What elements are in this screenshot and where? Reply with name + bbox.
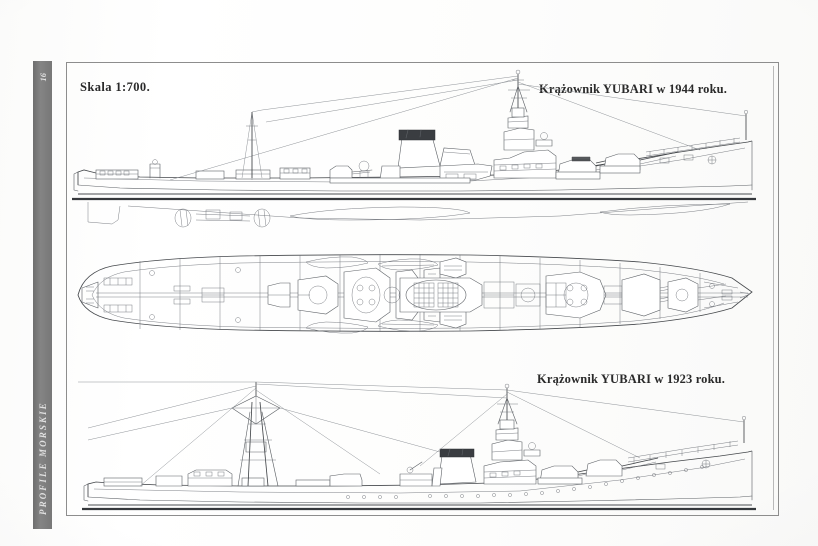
drawing-title-1923: Krążownik YUBARI w 1923 roku. (537, 372, 726, 386)
forecastle-1923 (627, 415, 747, 470)
forecastle-plan (703, 281, 751, 309)
forward-armament-1944 (555, 151, 679, 180)
underwater-hull-1944 (87, 201, 749, 228)
funnel-1923 (431, 448, 477, 487)
portholes-1923 (346, 465, 704, 499)
forward-turrets-plan (621, 273, 727, 317)
bridge-plan (545, 271, 623, 319)
spine-bar: PROFILE MORSKIE 16 (33, 61, 52, 529)
forecastle-details-1944 (645, 109, 749, 165)
funnel-grating (413, 282, 459, 308)
funnel-plan (383, 277, 541, 313)
forward-armament-1923 (537, 457, 659, 485)
ships-boats-plan (305, 256, 439, 334)
scale-label: Skala 1:700. (80, 80, 151, 94)
drawing-title-1944: Krążownik YUBARI w 1944 roku. (539, 82, 728, 96)
aft-superstructure-1923 (103, 461, 433, 487)
funnel-1944 (329, 129, 493, 184)
page-frame-outer (66, 62, 779, 516)
bridge-1923 (483, 383, 541, 485)
page-frame-inner (70, 66, 774, 510)
rigging-1923 (78, 381, 745, 487)
aft-superstructure-1944 (95, 159, 373, 180)
rigging-1944 (169, 75, 747, 181)
bridge-superstructure-1944 (493, 69, 557, 179)
mainmast-1923 (231, 382, 281, 487)
stern-deck-plan (81, 267, 241, 323)
